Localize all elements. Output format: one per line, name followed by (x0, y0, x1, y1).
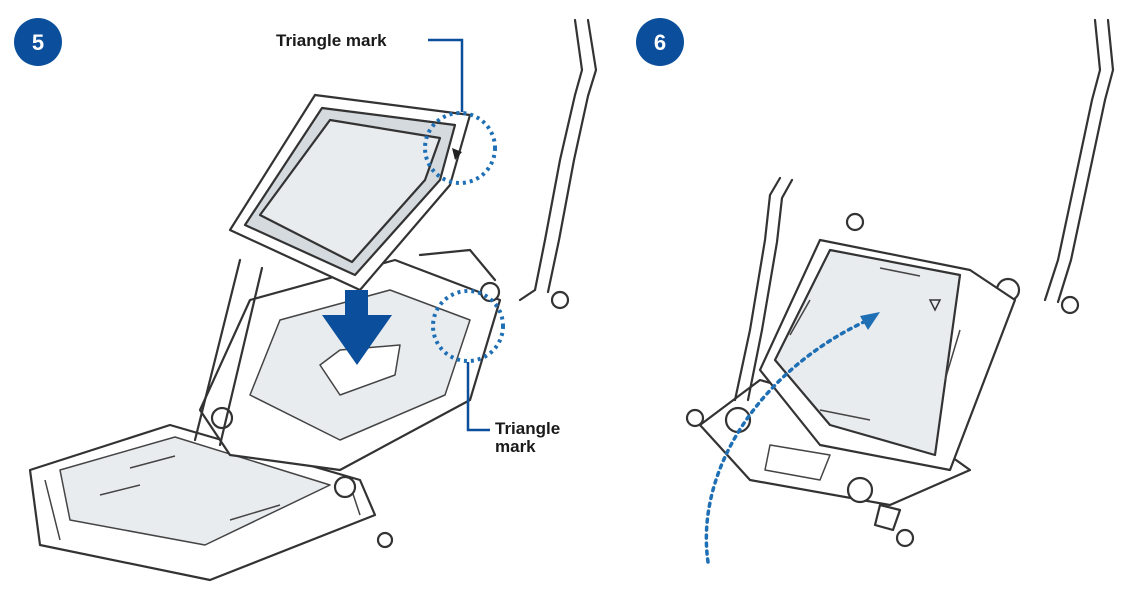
step-6-number: 6 (654, 30, 666, 55)
triangle-mark-highlight-bottom (431, 289, 505, 363)
triangle-mark-label-top: Triangle mark (276, 31, 387, 50)
cpu-chip (228, 93, 472, 292)
step-6-badge: 6 (636, 18, 684, 66)
triangle-mark-label-bottom-line1: Triangle (495, 419, 561, 438)
step-5-number: 5 (32, 30, 44, 55)
triangle-mark-label-bottom: Triangle mark (495, 420, 560, 456)
step-6-socket-illustration (685, 18, 1115, 548)
triangle-mark-label-bottom-line2: mark (495, 437, 536, 456)
step-5-socket-illustration (28, 18, 598, 582)
rotate-arrow-icon (704, 312, 880, 564)
down-arrow-icon (322, 290, 392, 365)
step-5-badge: 5 (14, 18, 62, 66)
triangle-mark-highlight-top (423, 111, 497, 185)
